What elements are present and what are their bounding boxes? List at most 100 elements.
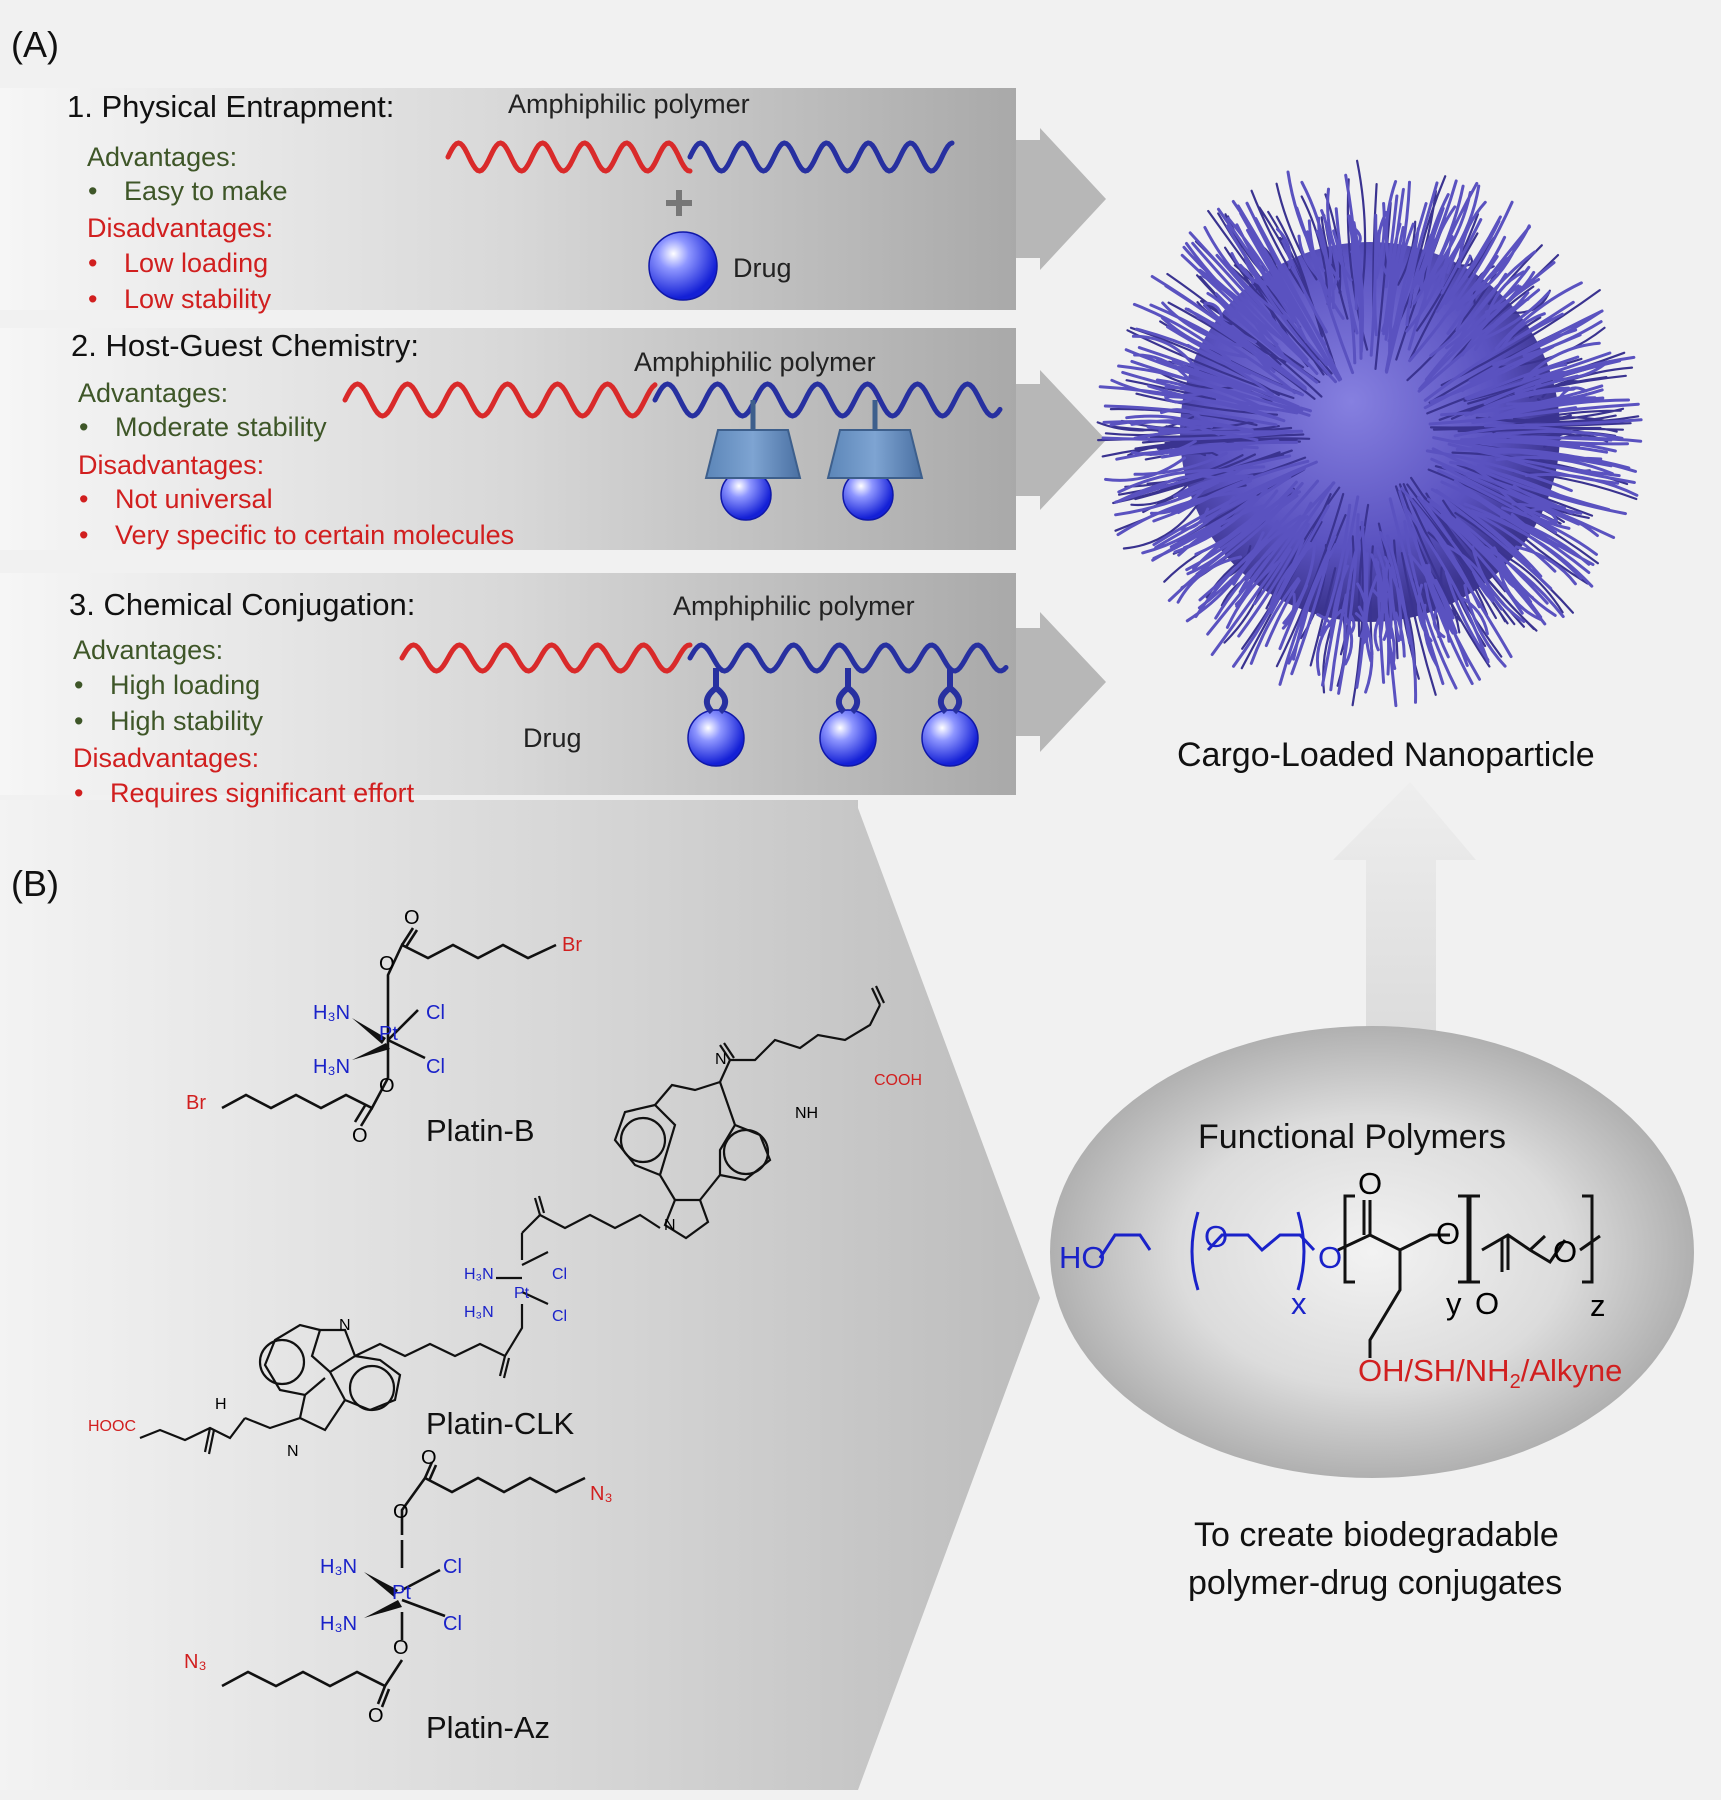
method-3-advantage-item: High stability	[70, 708, 263, 735]
atom-label: Br	[186, 1092, 206, 1114]
atom-label: NH	[795, 1105, 819, 1122]
atom-label: N	[339, 1317, 351, 1334]
up-arrow	[1333, 782, 1476, 1058]
caption-line-2: polymer-drug conjugates	[1188, 1564, 1563, 1602]
atom-label: H	[215, 1396, 227, 1413]
atom-label: H₃N	[320, 1556, 358, 1578]
molecule-name: Platin-CLK	[426, 1406, 575, 1441]
panel-a-label: (A)	[11, 24, 59, 65]
hydrophilic-block	[687, 642, 1009, 674]
functional-polymers-ellipse	[1050, 1026, 1694, 1478]
method-1-disadvantages-label: Disadvantages:	[87, 213, 274, 243]
atom-label: O	[1475, 1286, 1500, 1321]
method-2-advantage-item: Moderate stability	[75, 414, 327, 441]
platin-b-wedges	[352, 1018, 390, 1060]
atom-label: H₃N	[464, 1266, 494, 1283]
host-guest-cup-1	[704, 400, 802, 479]
molecule-name: Platin-Az	[426, 1710, 551, 1745]
atom-label: O	[379, 953, 395, 975]
functional-groups-label: OH/SH/NH2/Alkyne	[1358, 1353, 1623, 1394]
repeat-y-label: y	[1446, 1286, 1462, 1321]
method-3-disadvantage-item: Requires significant effort	[70, 780, 414, 807]
drug-sphere	[648, 231, 718, 301]
atom-label: HOOC	[88, 1418, 136, 1435]
atom-label: O	[1318, 1240, 1343, 1275]
method-1-disadvantage-item: Low loading	[84, 250, 268, 277]
nanoparticle-strands	[1096, 159, 1643, 708]
plus-sign	[666, 190, 692, 216]
atom-label: O	[1204, 1219, 1229, 1254]
atom-label: COOH	[874, 1072, 922, 1089]
method-1-polymer-label: Amphiphilic polymer	[508, 89, 750, 119]
atom-label: H₃N	[320, 1613, 358, 1635]
method-2-polymer-label: Amphiphilic polymer	[634, 347, 876, 377]
atom-label: Br	[562, 934, 582, 956]
atom-label: O	[379, 1075, 395, 1097]
atom-label: Pt	[379, 1023, 398, 1045]
method-1-title: 1. Physical Entrapment:	[67, 89, 395, 124]
hydrophobic-block	[445, 140, 693, 174]
drug-sphere	[687, 709, 745, 767]
functional-polymers-title: Functional Polymers	[1198, 1118, 1507, 1156]
atom-label: H₃N	[313, 1056, 351, 1078]
method-2-disadvantages-label: Disadvantages:	[78, 450, 265, 480]
method-3-drug-label: Drug	[523, 723, 582, 753]
platin-clk-rings	[258, 1116, 770, 1412]
atom-label: Cl	[552, 1308, 568, 1325]
atom-label: H₃N	[313, 1002, 351, 1024]
atom-label: Pt	[392, 1582, 411, 1604]
hydrophobic-block	[342, 381, 658, 419]
method-1-drug-label: Drug	[733, 253, 792, 283]
platin-clk-structure	[139, 985, 885, 1455]
atom-label: N	[715, 1051, 727, 1068]
method-3-polymer-label: Amphiphilic polymer	[673, 591, 915, 621]
panel-b-label: (B)	[11, 863, 59, 904]
atom-label: O	[352, 1125, 368, 1147]
caption-line-1: To create biodegradable	[1194, 1516, 1559, 1554]
drug-sphere	[921, 709, 979, 767]
method-1-disadvantage-item: Low stability	[84, 286, 271, 313]
atom-label: Cl	[443, 1613, 462, 1635]
atom-label: O	[1436, 1216, 1461, 1251]
atom-label: O	[404, 907, 420, 929]
atom-label: H₃N	[464, 1304, 494, 1321]
hydrophobic-block	[399, 642, 693, 674]
atom-label: Cl	[426, 1056, 445, 1078]
atom-label: Cl	[426, 1002, 445, 1024]
atom-label: O	[421, 1447, 437, 1469]
method-2-disadvantage-item: Not universal	[75, 486, 273, 513]
method-2-advantages-label: Advantages:	[78, 378, 229, 408]
method-3-disadvantages-label: Disadvantages:	[73, 743, 260, 773]
method-2-disadvantage-item: Very specific to certain molecules	[75, 522, 514, 549]
conjugation-linkers	[703, 668, 963, 715]
atom-label: N₃	[590, 1483, 613, 1505]
atom-label: N₃	[184, 1651, 207, 1673]
atom-label: O	[393, 1637, 409, 1659]
method-2-title: 2. Host-Guest Chemistry:	[71, 328, 419, 363]
method-3-advantage-item: High loading	[70, 672, 260, 699]
cargo-loaded-nanoparticle	[1096, 159, 1643, 708]
platin-az-structure	[221, 1461, 586, 1708]
atom-label: O	[1358, 1166, 1383, 1201]
atom-label: Pt	[514, 1285, 530, 1302]
peg-hydroxyl-end: HO	[1059, 1240, 1106, 1275]
method-3-title: 3. Chemical Conjugation:	[69, 587, 416, 622]
molecule-name: Platin-B	[426, 1113, 535, 1148]
atom-label: N	[287, 1443, 299, 1460]
method-1-advantages-label: Advantages:	[87, 142, 238, 172]
atom-label: Cl	[443, 1556, 462, 1578]
atom-label: O	[368, 1705, 384, 1727]
repeat-z-label: z	[1590, 1288, 1606, 1323]
nanoparticle-caption: Cargo-Loaded Nanoparticle	[1177, 736, 1595, 774]
panel-b-funnel-arrow	[0, 800, 1040, 1790]
method-1-advantage-item: Easy to make	[84, 178, 288, 205]
hydrophilic-block	[687, 140, 955, 174]
method-3-advantages-label: Advantages:	[73, 635, 224, 665]
platin-b-structure	[221, 927, 557, 1127]
atom-label: N	[664, 1217, 676, 1234]
hydrophilic-block	[652, 381, 1003, 419]
repeat-x-label: x	[1291, 1286, 1307, 1321]
atom-label: Cl	[552, 1266, 568, 1283]
functional-polymer-structure	[1098, 1194, 1601, 1358]
